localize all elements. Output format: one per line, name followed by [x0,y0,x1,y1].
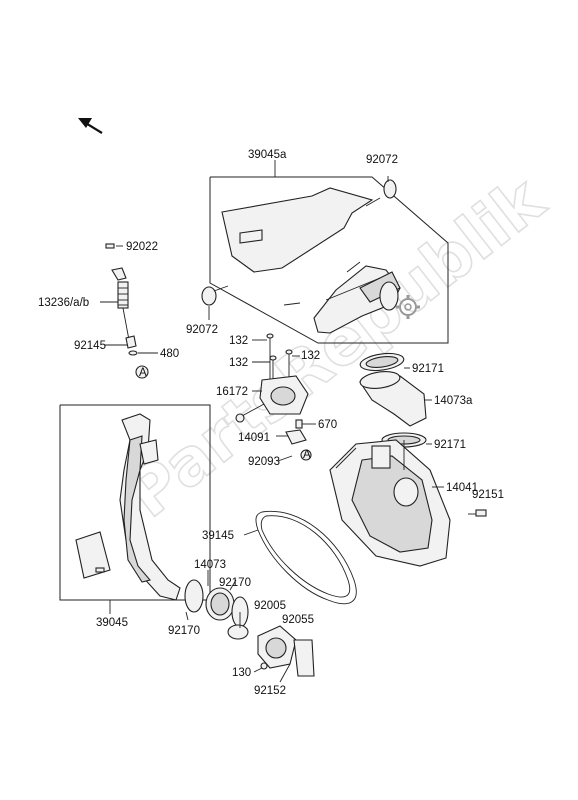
label-14073a: 14073a [434,395,473,407]
label-14073: 14073 [194,559,226,571]
label-480: 480 [160,348,179,360]
label-39045a: 39045a [248,149,287,161]
label-14041: 14041 [446,482,478,494]
clamp-92072-top [383,179,397,199]
callout-a2-circle [300,449,312,461]
label-39045: 39045 [96,617,128,629]
label-92022: 92022 [126,241,158,253]
cvt-cover [329,439,451,567]
clamp-92072-left [201,286,217,306]
label-92170-a: 92170 [219,577,251,589]
label-92072-left: 92072 [186,324,218,336]
inlet-duct [359,352,427,448]
intake-duct-box [209,160,449,344]
label-132-b: 132 [229,357,248,369]
label-39145: 39145 [202,530,234,542]
label-130: 130 [232,667,251,679]
label-92145: 92145 [74,340,106,352]
connector-parts [184,579,315,677]
label-92005: 92005 [254,600,286,612]
callout-a1: A [139,367,147,379]
label-92171-b: 92171 [434,439,466,451]
label-92072-top: 92072 [366,154,398,166]
gear-icon [396,295,420,319]
throttle-linkage [100,243,158,379]
label-14091: 14091 [238,432,270,444]
throttle-body [235,333,316,445]
label-16172: 16172 [216,386,248,398]
callout-a2: A [303,449,311,461]
front-arrow-icon [78,118,103,134]
label-92171-a: 92171 [412,363,444,375]
label-132-c: 132 [301,350,320,362]
label-13236: 13236/a/b [38,297,89,309]
label-670: 670 [318,419,337,431]
label-92151: 92151 [472,489,504,501]
drive-belt [255,510,357,605]
label-92055: 92055 [282,614,314,626]
label-92152: 92152 [254,685,286,697]
label-92170-b: 92170 [168,625,200,637]
label-92093: 92093 [248,456,280,468]
label-132-a: 132 [229,335,248,347]
